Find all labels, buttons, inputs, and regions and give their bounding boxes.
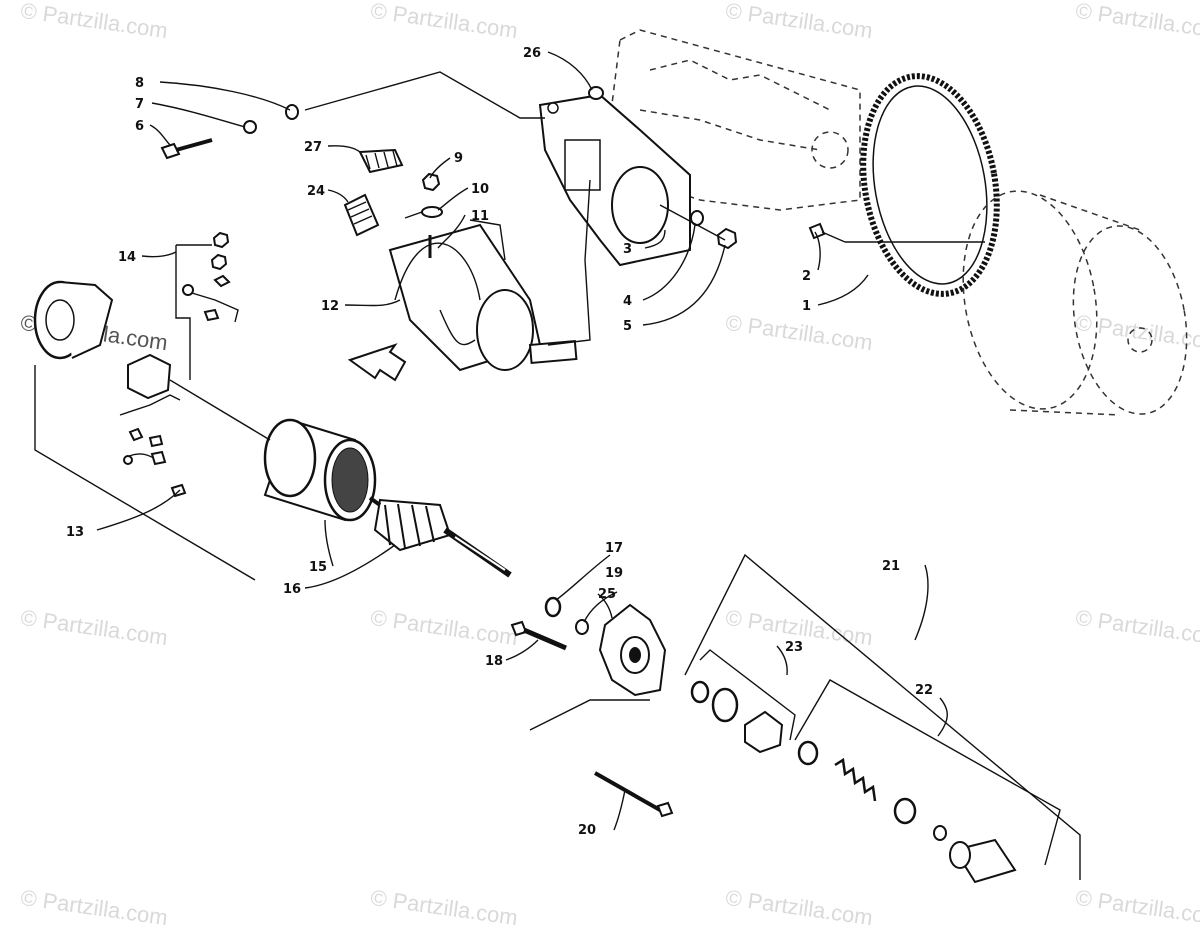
spring	[834, 757, 877, 802]
callout-11: 11	[471, 209, 489, 224]
callout-17: 17	[605, 541, 623, 556]
mounting-bracket	[538, 93, 691, 267]
callout-12: 12	[321, 299, 339, 314]
washer-8	[285, 104, 299, 120]
callout-16: 16	[283, 582, 301, 597]
callout-24: 24	[307, 184, 325, 199]
callout-8: 8	[135, 76, 144, 91]
callout-27: 27	[304, 140, 322, 155]
drive-cover	[949, 838, 1017, 884]
callout-2: 2	[802, 269, 811, 284]
washer-drive	[690, 680, 710, 704]
callout-26: 26	[523, 46, 541, 61]
callout-18: 18	[485, 654, 503, 669]
ring-gear	[860, 73, 1000, 297]
sleeve	[893, 797, 917, 825]
brush-parts	[123, 427, 187, 498]
callout-3: 3	[623, 242, 632, 257]
callout-25: 25	[598, 587, 616, 602]
clutch-plate	[711, 687, 739, 723]
hardware-kit-14	[181, 231, 239, 323]
callout-labels: 8 7 6 26 27 9 10 11 24 14 12 3 4 5 1 2 1…	[66, 46, 933, 838]
washer-26	[588, 86, 604, 100]
nut-5	[716, 227, 738, 250]
callout-15: 15	[309, 560, 327, 575]
end-cap-13	[33, 280, 114, 360]
callout-9: 9	[454, 151, 463, 166]
washer-7	[243, 120, 257, 134]
callout-5: 5	[623, 319, 632, 334]
callout-20: 20	[578, 823, 596, 838]
field-housing-15	[263, 418, 377, 522]
callout-21: 21	[882, 559, 900, 574]
direction-arrow	[347, 343, 407, 382]
armature-16	[368, 496, 512, 578]
callout-14: 14	[118, 250, 136, 265]
brush-holder	[127, 353, 172, 400]
callout-19: 19	[605, 566, 623, 581]
callout-13: 13	[66, 525, 84, 540]
callout-22: 22	[915, 683, 933, 698]
terminal-boot-27	[358, 148, 404, 174]
bolt-20	[594, 771, 674, 818]
pinion-gear	[744, 710, 784, 754]
callout-6: 6	[135, 119, 144, 134]
nut-9	[421, 172, 441, 192]
leader-lines	[96, 51, 948, 831]
drive-housing-19	[598, 603, 667, 697]
starter-assembled	[388, 223, 578, 372]
washer-17	[544, 596, 562, 618]
callout-7: 7	[135, 97, 144, 112]
bolt-18	[510, 620, 567, 651]
snap-ring	[933, 825, 947, 841]
callout-10: 10	[471, 182, 489, 197]
bolt-6	[160, 138, 213, 160]
callout-4: 4	[623, 294, 632, 309]
washer-25	[575, 619, 589, 635]
bolt-2	[808, 222, 846, 243]
callout-1: 1	[802, 299, 811, 314]
terminal-ring-10	[404, 206, 443, 219]
terminal-boot-24	[343, 193, 380, 237]
callout-23: 23	[785, 640, 803, 655]
spring-retainer	[797, 740, 819, 766]
